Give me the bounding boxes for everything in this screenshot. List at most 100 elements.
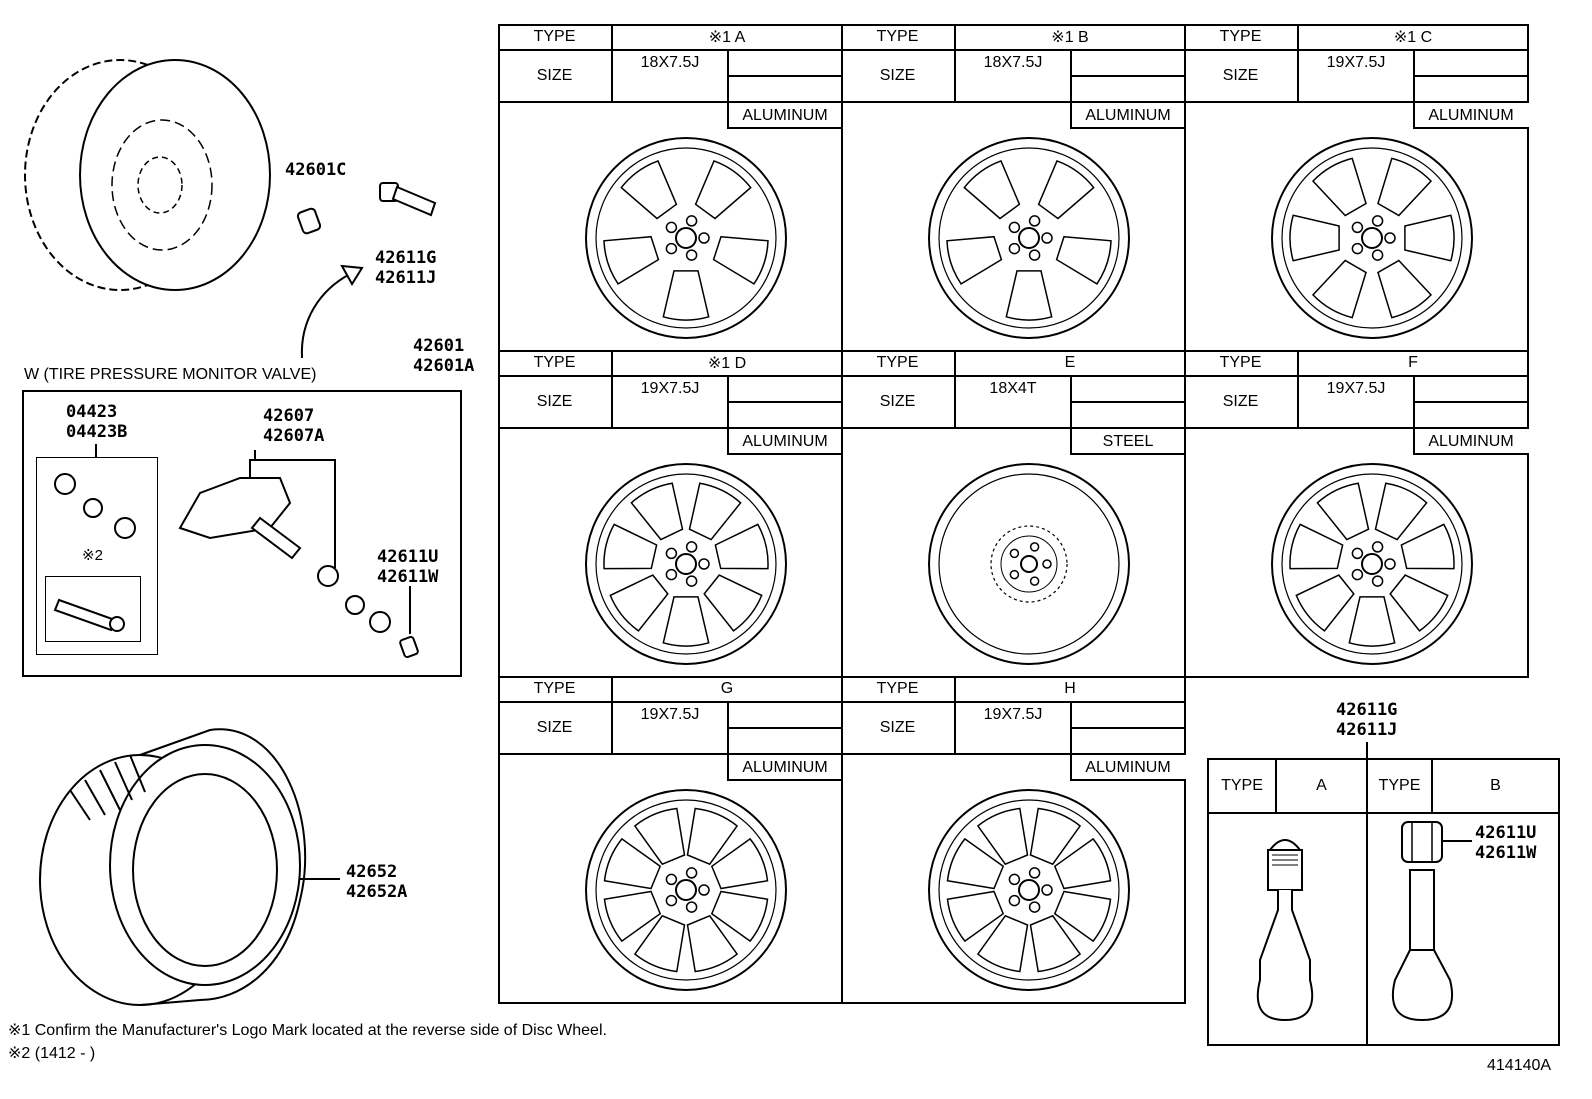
wheel-type-value: ※1 B [1051,28,1089,46]
wheel-drawing [1271,463,1473,665]
divider [498,427,841,429]
divider [954,676,956,753]
material-box [1070,427,1186,455]
wheel-drawing [928,463,1130,665]
divider [727,49,729,129]
part-number-42611j[interactable]: 42611J [375,268,437,288]
divider [1413,75,1527,77]
divider [841,427,1184,429]
material-box [1070,753,1186,781]
disc-wheel-illustration [24,59,271,291]
note-1: ※1 Confirm the Manufacturer's Logo Mark … [8,1022,607,1039]
wheel-material: ALUMINUM [1085,107,1171,124]
note-2-mark: ※2 [82,547,103,564]
wheel-type-value: ※1 D [707,354,747,372]
valve-nut-icon [296,207,322,235]
wheel-size-value: 18X4T [989,380,1037,397]
divider [1070,727,1184,729]
divider [1070,49,1072,129]
type-label: TYPE [1219,353,1262,371]
wheel-drawing [585,137,787,339]
divider [498,101,841,103]
arrow-icon [300,264,364,359]
size-label: SIZE [1222,67,1259,84]
divider [841,753,1184,755]
part-number-42611g[interactable]: 42611G [375,248,437,268]
divider [954,24,956,101]
type-label: TYPE [876,679,919,697]
part-number-42607a[interactable]: 42607A [263,426,325,446]
divider [1184,49,1527,51]
valve-type-label-a: TYPE [1221,777,1263,794]
valve-part-number-1[interactable]: 42611G [1336,700,1398,720]
wheel-drawing [585,789,787,991]
part-number-42652[interactable]: 42652 [346,862,398,882]
tpms-title: W (TIRE PRESSURE MONITOR VALVE) [24,366,317,383]
material-box [727,101,843,129]
valve-cap-part-2[interactable]: 42611W [1475,843,1537,863]
size-label: SIZE [536,719,573,736]
divider [498,49,841,51]
valve-stem-icon [379,182,437,217]
wheel-material: ALUMINUM [1085,759,1171,776]
wheel-size-value: 19X7.5J [640,380,700,397]
divider [841,49,1184,51]
divider [727,727,841,729]
wheel-drawing [928,789,1130,991]
valve-part-number-2[interactable]: 42611J [1336,720,1398,740]
divider [1297,24,1299,101]
wheel-type-value: E [1064,353,1076,371]
size-label: SIZE [879,393,916,410]
wheel-size-value: 19X7.5J [1326,54,1386,71]
part-number-42601c[interactable]: 42601C [285,160,347,180]
divider [954,350,956,427]
tire-illustration [39,728,307,1006]
divider [841,375,1184,377]
divider [1413,401,1527,403]
wheel-type-value: G [720,679,734,697]
valve-type-a: A [1316,777,1327,794]
grommet-parts-icon [54,473,136,539]
divider [1070,375,1072,455]
divider [727,375,729,455]
valve-type-b: B [1490,777,1501,794]
divider [841,701,1184,703]
type-label: TYPE [876,27,919,45]
size-label: SIZE [879,719,916,736]
type-label: TYPE [1219,27,1262,45]
part-number-42652a[interactable]: 42652A [346,882,408,902]
divider [727,401,841,403]
part-number-42611w[interactable]: 42611W [377,567,439,587]
note-2: ※2 (1412 - ) [8,1045,96,1062]
clamp-in-valve-icon [1391,821,1454,1022]
divider [498,753,841,755]
part-number-04423b[interactable]: 04423B [66,422,128,442]
divider [1184,101,1527,103]
wheel-type-value: ※1 C [1393,28,1433,46]
size-label: SIZE [536,393,573,410]
part-number-42611u[interactable]: 42611U [377,547,439,567]
divider [498,375,841,377]
part-number-42601[interactable]: 42601 [413,336,465,356]
material-box [1070,101,1186,129]
snap-in-valve-icon [1256,839,1314,1022]
size-label: SIZE [1222,393,1259,410]
wheel-drawing [1271,137,1473,339]
divider [1070,701,1072,781]
valve-type-label-b: TYPE [1378,777,1421,794]
wheel-type-value: F [1408,353,1418,371]
part-number-42601a[interactable]: 42601A [413,356,475,376]
wheel-drawing [585,463,787,665]
material-box [1413,101,1529,129]
divider [611,350,613,427]
valve-cap-part-1[interactable]: 42611U [1475,823,1537,843]
material-box [727,427,843,455]
part-number-04423[interactable]: 04423 [66,402,118,422]
divider [1413,375,1415,455]
part-number-42607[interactable]: 42607 [263,406,315,426]
wheel-material: ALUMINUM [742,759,828,776]
wheel-type-value: H [1064,679,1076,697]
tpms-sensor-icon [178,450,339,587]
wheel-material: STEEL [1102,433,1154,450]
wheel-size-value: 18X7.5J [640,54,700,71]
